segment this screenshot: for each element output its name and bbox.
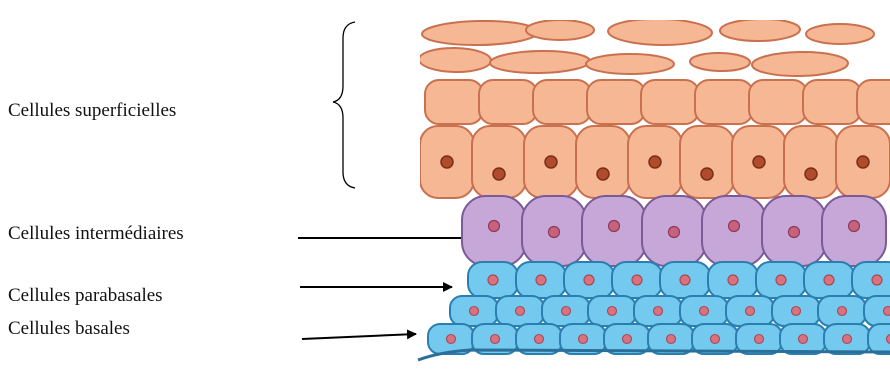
superficial-cell bbox=[803, 80, 861, 124]
cell-nucleus bbox=[516, 307, 525, 316]
cell-nucleus bbox=[872, 275, 882, 285]
superficial-brace bbox=[333, 22, 355, 188]
cell-nucleus bbox=[488, 275, 498, 285]
squamous-cell bbox=[720, 18, 800, 41]
cell-nucleus bbox=[753, 156, 765, 168]
squamous-cell bbox=[419, 47, 491, 72]
superficial-cell bbox=[680, 126, 734, 198]
cell-nucleus bbox=[838, 307, 847, 316]
arrow-basal bbox=[302, 334, 416, 339]
superficial-cell bbox=[857, 80, 890, 124]
cell-nucleus bbox=[884, 307, 890, 316]
cell-nucleus bbox=[792, 307, 801, 316]
squamous-cell bbox=[690, 52, 750, 71]
cell-nucleus bbox=[849, 221, 860, 232]
cell-nucleus bbox=[843, 335, 852, 344]
cell-nucleus bbox=[701, 168, 713, 180]
cell-nucleus bbox=[536, 275, 546, 285]
squamous-cell bbox=[586, 54, 674, 74]
cell-nucleus bbox=[824, 275, 834, 285]
superficial-cell bbox=[587, 80, 645, 124]
cell-nucleus bbox=[545, 156, 557, 168]
superficial-cell bbox=[695, 80, 753, 124]
superficial-cell bbox=[641, 80, 699, 124]
cell-nucleus bbox=[623, 335, 632, 344]
cell-nucleus bbox=[562, 307, 571, 316]
cell-nucleus bbox=[470, 307, 479, 316]
cell-nucleus bbox=[447, 335, 456, 344]
superficial-cell bbox=[533, 80, 591, 124]
cell-nucleus bbox=[441, 156, 453, 168]
cell-nucleus bbox=[549, 227, 560, 238]
cell-nucleus bbox=[789, 227, 800, 238]
cell-nucleus bbox=[776, 275, 786, 285]
cell-nucleus bbox=[493, 168, 505, 180]
cell-nucleus bbox=[649, 156, 661, 168]
cell-nucleus bbox=[728, 275, 738, 285]
cell-nucleus bbox=[680, 275, 690, 285]
cell-nucleus bbox=[711, 335, 720, 344]
cell-nucleus bbox=[857, 156, 869, 168]
squamous-cell bbox=[490, 50, 590, 74]
superficial-cell bbox=[749, 80, 807, 124]
parabasal-cell bbox=[852, 262, 890, 298]
cell-nucleus bbox=[729, 221, 740, 232]
cell-nucleus bbox=[669, 227, 680, 238]
cell-nucleus bbox=[799, 335, 808, 344]
tissue-cells bbox=[419, 18, 890, 354]
squamous-cell bbox=[806, 24, 874, 44]
cell-nucleus bbox=[667, 335, 676, 344]
cell-nucleus bbox=[700, 307, 709, 316]
cell-nucleus bbox=[746, 307, 755, 316]
squamous-cell bbox=[608, 18, 712, 46]
cell-nucleus bbox=[535, 335, 544, 344]
cell-nucleus bbox=[755, 335, 764, 344]
cell-nucleus bbox=[632, 275, 642, 285]
squamous-cell bbox=[422, 20, 538, 46]
cell-nucleus bbox=[584, 275, 594, 285]
superficial-cell bbox=[576, 126, 630, 198]
superficial-cell bbox=[425, 80, 483, 124]
cell-nucleus bbox=[654, 307, 663, 316]
cell-nucleus bbox=[805, 168, 817, 180]
cell-nucleus bbox=[491, 335, 500, 344]
superficial-cell bbox=[784, 126, 838, 198]
squamous-cell bbox=[752, 51, 848, 77]
cell-nucleus bbox=[579, 335, 588, 344]
squamous-cell bbox=[526, 20, 594, 40]
cell-nucleus bbox=[609, 221, 620, 232]
superficial-cell bbox=[479, 80, 537, 124]
cell-nucleus bbox=[608, 307, 617, 316]
cell-nucleus bbox=[489, 221, 500, 232]
cell-nucleus bbox=[597, 168, 609, 180]
superficial-cell bbox=[472, 126, 526, 198]
